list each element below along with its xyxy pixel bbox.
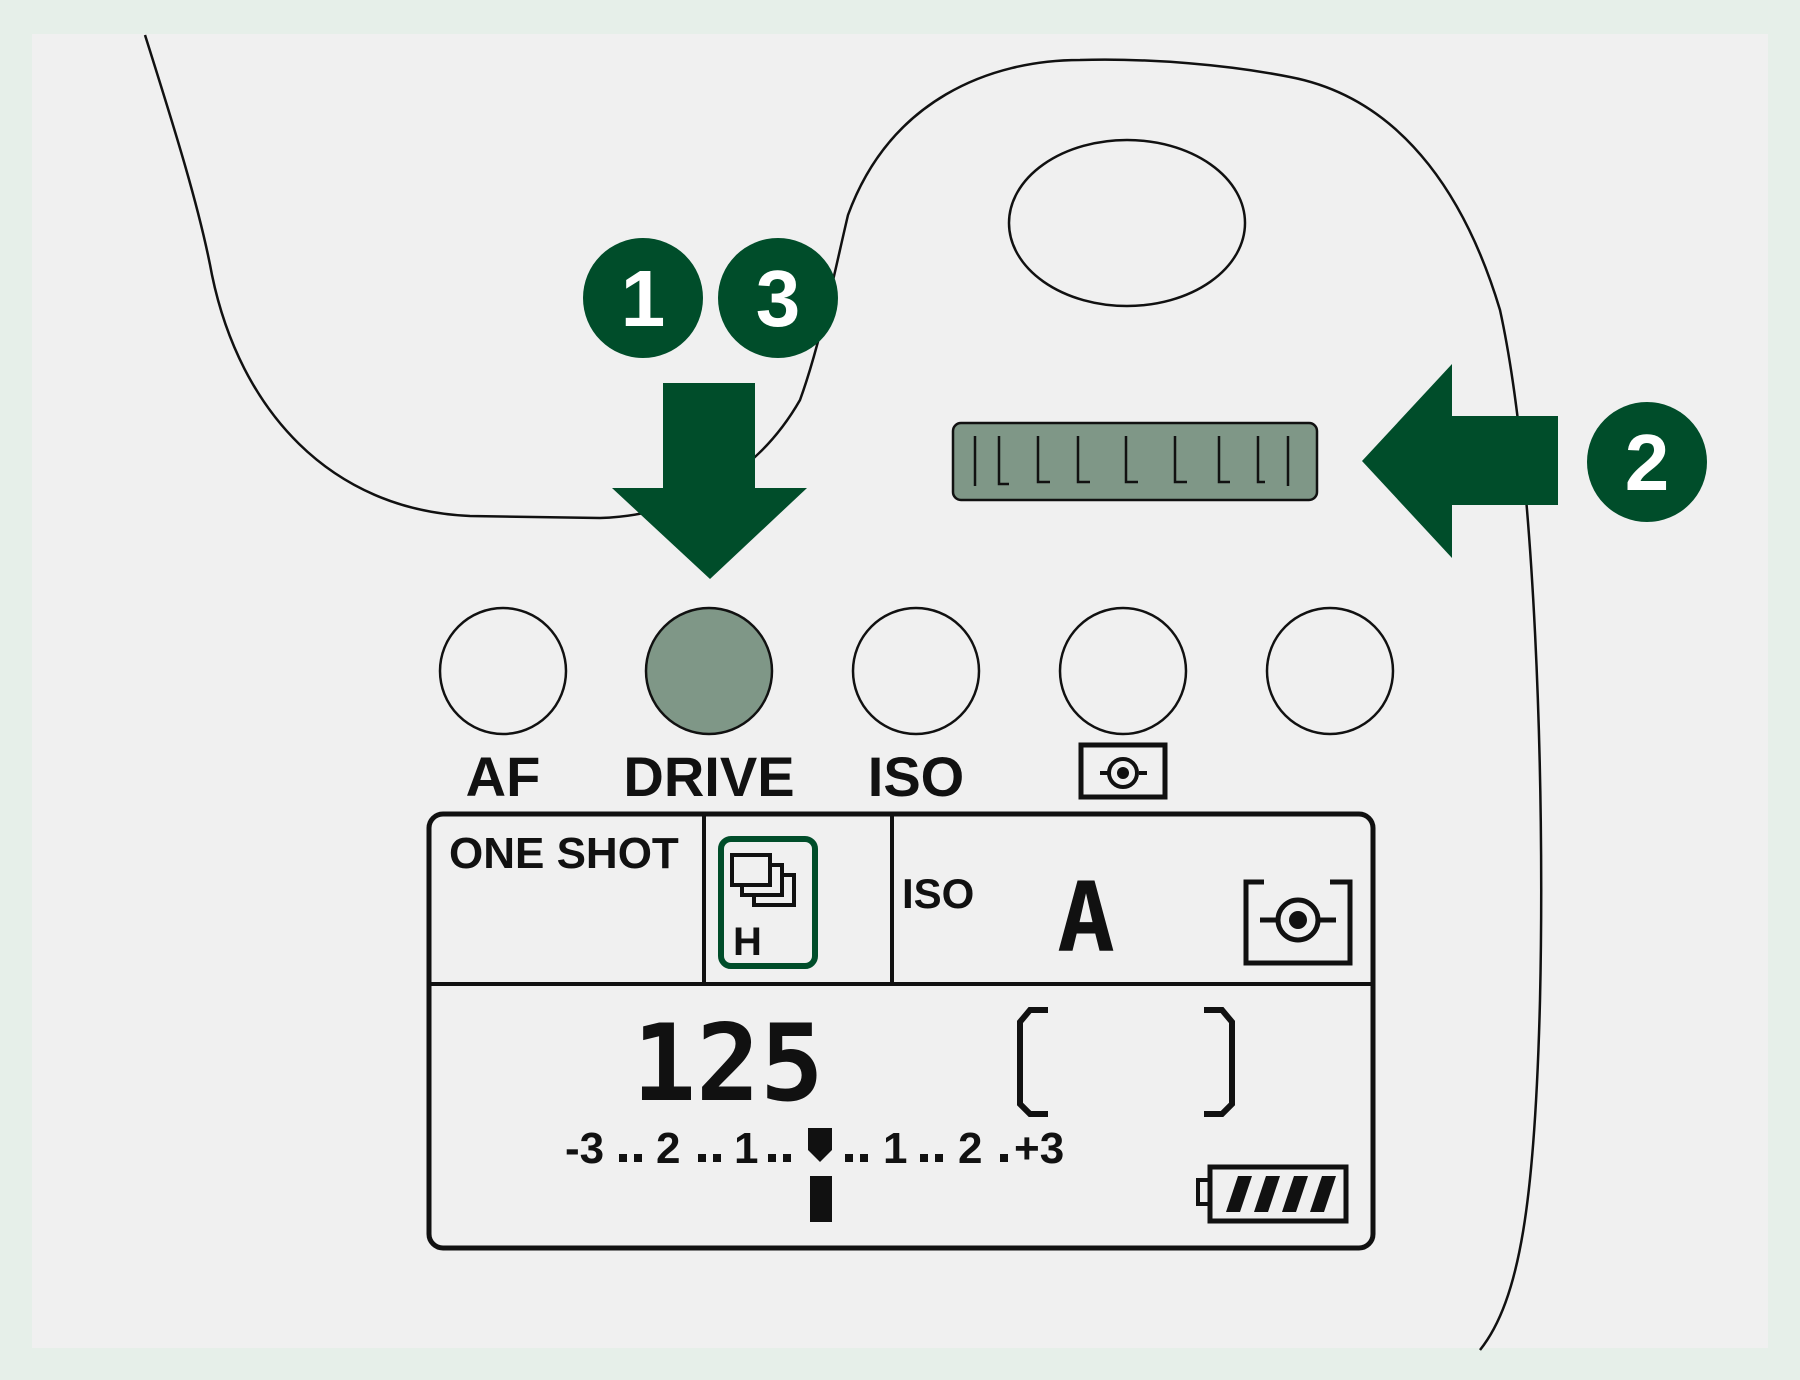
exposure-level-bar [810, 1176, 832, 1222]
metering-button[interactable] [1058, 606, 1188, 736]
svg-text:3: 3 [756, 254, 801, 343]
press-arrow-down [612, 383, 807, 579]
step-badge-2: 2 [1587, 402, 1707, 522]
turn-arrow-left [1362, 364, 1558, 558]
af-area-brackets [1017, 1007, 1235, 1117]
camera-body-outline [143, 34, 1543, 1351]
scale-label: +3 [1014, 1124, 1064, 1173]
lcd-iso-label: ISO [902, 870, 974, 917]
lcd-drive-mode-suffix: H [733, 920, 762, 964]
battery-full-icon [1196, 1164, 1349, 1224]
scale-label: 1 [734, 1124, 758, 1173]
evaluative-metering-icon [1243, 879, 1353, 966]
iso-button[interactable] [851, 606, 981, 736]
continuous-shooting-high-icon [730, 853, 796, 907]
svg-text:2: 2 [1625, 418, 1670, 507]
drive-button[interactable] [644, 606, 774, 736]
lcd-shutter-speed: 125 [632, 1002, 823, 1125]
svg-text:1: 1 [621, 254, 666, 343]
scale-dots [619, 1154, 1008, 1162]
af-button-label: AF [466, 745, 541, 808]
lcd-drive-mode-highlight [718, 836, 818, 969]
scale-label: 2 [958, 1124, 982, 1173]
battery-segment [1282, 1176, 1308, 1212]
battery-segment [1254, 1176, 1280, 1212]
scale-label: 2 [656, 1124, 680, 1173]
blank-button[interactable] [1265, 606, 1395, 736]
scale-label: 1 [883, 1124, 907, 1173]
iso-button-label: ISO [868, 745, 964, 808]
shutter-button[interactable] [1007, 138, 1247, 308]
lcd-af-mode: ONE SHOT [449, 829, 679, 878]
exposure-level-scale: -3 2 1 1 2 +3 [565, 1124, 1064, 1222]
metering-mode-icon [1078, 742, 1168, 800]
battery-segment [1226, 1176, 1252, 1212]
lcd-iso-value: A [1057, 862, 1115, 974]
af-button[interactable] [438, 606, 568, 736]
main-dial[interactable] [951, 421, 1319, 502]
scale-label: -3 [565, 1124, 604, 1173]
drive-button-label: DRIVE [623, 745, 794, 808]
step-badge-1: 1 [583, 238, 703, 358]
step-badge-3: 3 [718, 238, 838, 358]
lcd-panel [426, 811, 1376, 1251]
exposure-index-marker [808, 1128, 832, 1162]
battery-segment [1310, 1176, 1336, 1212]
